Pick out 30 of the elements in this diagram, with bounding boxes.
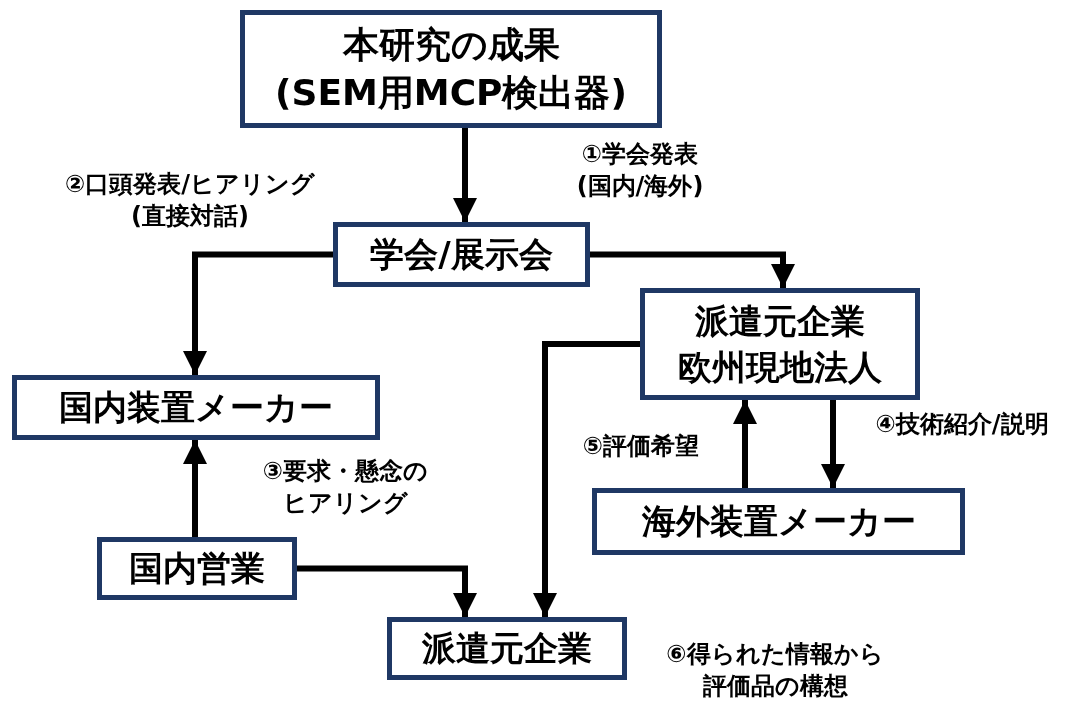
arrow: [453, 128, 477, 222]
arrow: [183, 440, 207, 537]
arrow: [821, 400, 845, 488]
edge-label: ①学会発表(国内/海外): [575, 139, 705, 202]
box-text: 本研究の成果: [342, 23, 560, 67]
arrow: [183, 251, 333, 375]
box-text: 学会/展示会: [370, 233, 553, 276]
process-box: [333, 222, 590, 287]
edge-label: ③要求・懸念のヒアリング: [261, 456, 430, 519]
box-text: 国内装置メーカー: [59, 386, 333, 429]
box-text: (SEM用MCP検出器): [275, 71, 627, 115]
process-box: [640, 288, 920, 400]
arrow: [733, 400, 757, 488]
edge-label: ⑤評価希望: [581, 431, 701, 462]
arrow: [297, 565, 477, 617]
box-text: 派遣元企業: [695, 300, 865, 343]
edge-label: ②口頭発表/ヒアリング(直接対話): [63, 169, 317, 232]
box-text: 海外装置メーカー: [641, 500, 916, 543]
edge-label: ④技術紹介/説明: [874, 409, 1050, 440]
process-box: [97, 537, 297, 600]
box-text: 派遣元企業: [422, 627, 592, 670]
arrow: [590, 251, 795, 288]
process-box: [387, 617, 627, 680]
box-text: 国内営業: [129, 547, 265, 590]
process-box: [240, 10, 662, 128]
process-box: [12, 375, 380, 440]
arrow: [533, 341, 640, 617]
note-text: ⑥得られた情報から評価品の構想: [665, 639, 885, 702]
process-box: [592, 488, 965, 555]
box-text: 欧州現地法人: [678, 346, 882, 389]
